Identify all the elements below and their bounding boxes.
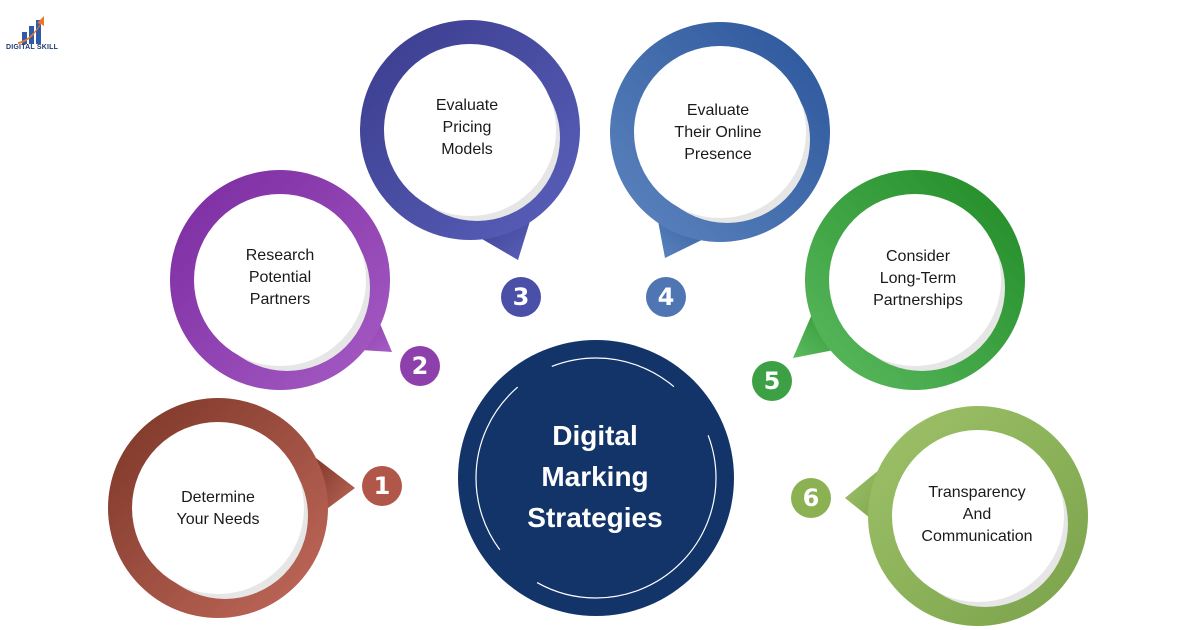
center-title: Digital Marking Strategies (527, 420, 663, 533)
center-circle (458, 340, 734, 616)
step-5-number: 5 (752, 361, 792, 401)
step-4-label: Evaluate Their Online Presence (674, 102, 762, 163)
step-3-number: 3 (501, 277, 541, 317)
step-5-bubble (793, 170, 1025, 390)
step-4-bubble (610, 22, 830, 258)
step-4-number: 4 (646, 277, 686, 317)
step-3-bubble (360, 20, 580, 260)
step-3-label: Evaluate Pricing Models (435, 97, 499, 158)
step-6-number: 6 (791, 478, 831, 518)
step-2-label: Research Potential Partners (245, 247, 315, 308)
step-2-bubble (170, 170, 392, 390)
step-6-label: Transparency And Communication (921, 484, 1033, 545)
step-1-number: 1 (362, 466, 402, 506)
step-1-bubble (108, 398, 355, 618)
bar-chart-arrow-logo-icon (18, 16, 44, 44)
step-2-number: 2 (400, 346, 440, 386)
step-1-label: Determine Your Needs (176, 489, 260, 528)
brand-logo (4, 8, 64, 58)
brand-name: DIGITAL SKILL (6, 44, 59, 51)
step-5-label: Consider Long-Term Partnerships (873, 248, 963, 309)
step-6-bubble (845, 406, 1088, 626)
